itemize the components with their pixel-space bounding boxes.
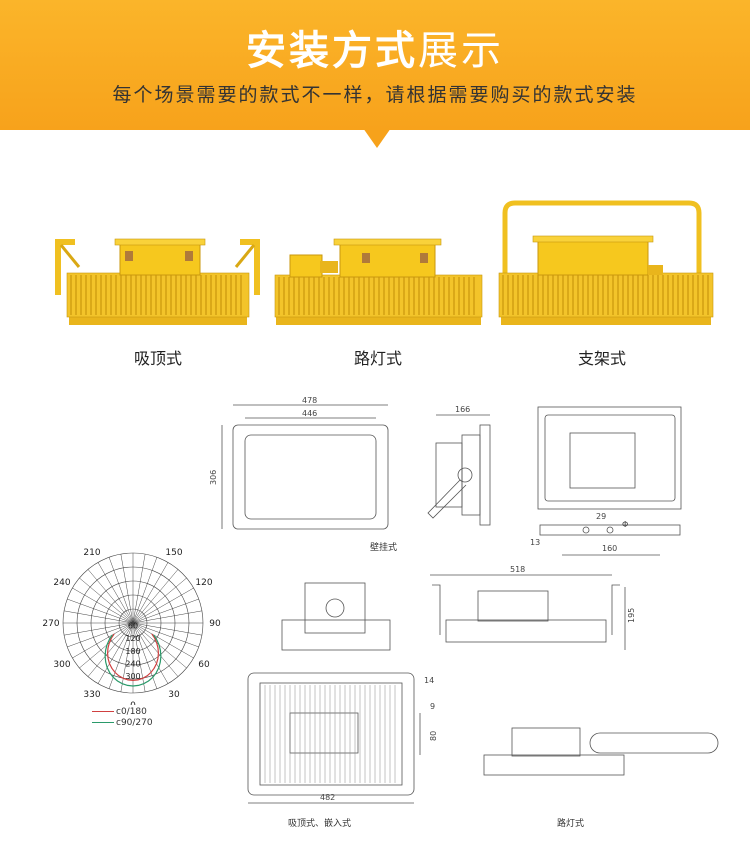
- dim-518: 518: [510, 565, 525, 574]
- product-label-bracket: 支架式: [577, 349, 626, 368]
- dim-482: 482: [320, 793, 335, 802]
- polar-radial-label: 240: [125, 659, 140, 668]
- polar-angle-label: 90: [209, 619, 221, 629]
- lamp-bracket-image: [498, 200, 714, 325]
- dim-195: 195: [627, 608, 636, 623]
- polar-radial-label: 120: [125, 634, 140, 643]
- polar-angle-label: 60: [198, 660, 210, 670]
- header-banner: [0, 0, 750, 130]
- banner-arrow: [363, 128, 391, 148]
- polar-radial-label: 180: [125, 647, 140, 656]
- polar-radial-label: 60: [128, 622, 138, 631]
- dim-478: 478: [302, 396, 317, 405]
- product-label-street: 路灯式: [353, 349, 402, 368]
- title-bold: 安装方式: [246, 28, 418, 74]
- polar-angle-label: 0: [130, 701, 136, 705]
- legend-c0: c0/180: [92, 707, 147, 717]
- polar-angle-label: 150: [165, 548, 182, 558]
- legend-c90: c90/270: [92, 718, 153, 728]
- dim-80: 80: [429, 731, 438, 741]
- caption-wall: 壁挂式: [370, 543, 398, 553]
- page-title: 安装方式展示: [0, 18, 750, 76]
- polar-curve: [106, 633, 160, 682]
- polar-angle-label: 210: [83, 548, 100, 558]
- polar-radial-label: 300: [125, 672, 140, 681]
- polar-angle-label: 120: [195, 578, 212, 588]
- polar-chart: 1801501209060300330300270240210601201802…: [42, 545, 221, 705]
- dim-166: 166: [455, 405, 470, 414]
- dim-29: 29: [596, 512, 606, 521]
- dim-160: 160: [602, 544, 617, 553]
- dim-306: 306: [209, 470, 218, 485]
- caption-ceiling: 吸顶式、嵌入式: [288, 819, 352, 829]
- polar-angle-label: 300: [53, 660, 70, 670]
- dim-9: 9: [430, 702, 435, 711]
- lamp-street-image: [274, 238, 483, 325]
- dim-446: 446: [302, 409, 317, 418]
- dim-phi: Φ: [622, 520, 628, 529]
- polar-angle-label: 270: [42, 619, 59, 629]
- legend-c90-label: c90/270: [116, 718, 153, 728]
- technical-drawings: 478 446 306 166 29 Φ 13 160 518 195 14 9…: [209, 396, 719, 804]
- title-light: 展示: [418, 28, 504, 74]
- legend-c0-label: c0/180: [116, 707, 147, 717]
- dim-13: 13: [530, 538, 540, 547]
- product-label-ceiling: 吸顶式: [133, 349, 182, 368]
- lamp-ceiling-image: [55, 238, 260, 325]
- polar-angle-label: 180: [124, 545, 141, 547]
- dim-14: 14: [424, 676, 434, 685]
- page-subtitle: 每个场景需要的款式不一样，请根据需要购买的款式安装: [112, 84, 638, 106]
- polar-angle-label: 240: [53, 578, 70, 588]
- polar-angle-label: 330: [83, 690, 100, 700]
- polar-curve: [104, 634, 162, 687]
- polar-angle-label: 30: [168, 690, 180, 700]
- caption-street: 路灯式: [557, 819, 585, 829]
